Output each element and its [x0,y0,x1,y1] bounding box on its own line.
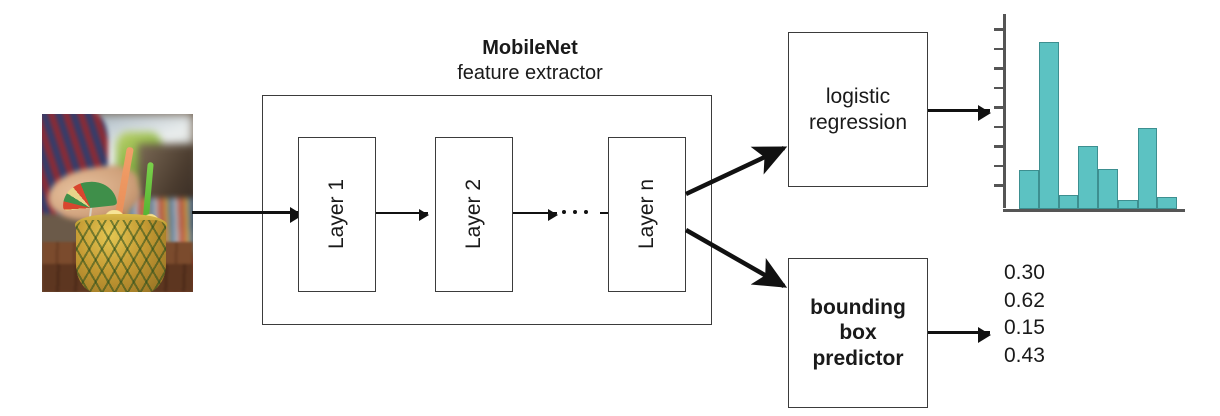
chart-bar [1137,128,1158,209]
chart-bar [1038,41,1059,209]
ellipsis-dot [584,210,588,214]
class-probability-chart [994,14,1185,212]
logistic-regression-line-1: logistic [825,85,891,109]
page-subtitle: feature extractor [457,62,603,84]
layer-label-1-name: Layer [325,196,349,250]
bounding-box-predictor-line-1: bounding [810,296,906,320]
chart-bar [1078,145,1098,209]
arrow-layer1-to-layer2 [376,208,429,221]
photo-pineapple-body [76,220,166,292]
chart-bar [1117,200,1138,209]
chart-y-tick [994,28,1004,31]
chart-bar [1019,170,1039,209]
layer-box-1 [298,137,376,292]
bounding-box-output-value: 0.30 [1004,261,1045,284]
chart-y-tick [994,86,1004,89]
layer-label-n-name: Layer [635,196,659,250]
chart-x-axis [1003,209,1185,212]
chart-y-tick [994,106,1004,109]
layer-label-n: Layer n [615,158,679,270]
chart-y-tick [994,145,1004,148]
chart-y-tick [994,164,1004,167]
logistic-regression-line-2: regression [808,110,908,134]
bounding-box-predictor-line-3: predictor [812,346,904,370]
chart-bar [1157,196,1177,209]
bounding-box-output-values: 0.30 0.62 0.15 0.43 [1004,259,1045,370]
input-image [42,114,193,292]
chart-bars [1019,33,1177,209]
bounding-box-predictor-label: bounding box predictor [788,258,928,408]
chart-y-tick [994,67,1004,70]
arrow-layer2-to-ellipsis [513,208,558,221]
chart-y-tick [994,184,1004,187]
logistic-regression-label: logistic regression [788,32,928,187]
chart-bar [1058,194,1079,209]
arrow-logistic-to-chart [928,104,991,121]
logistic-regression-box [788,32,928,187]
bounding-box-predictor-line-2: box [839,321,877,345]
layer-label-1: Layer 1 [305,158,369,270]
ellipsis-dots [562,210,588,214]
layer-label-1-index: 1 [325,178,349,191]
arrow-bbox-to-outputs [928,326,991,343]
layer-label-2-name: Layer [462,196,486,250]
layer-box-2 [435,137,513,292]
chart-y-tick [994,125,1004,128]
layer-box-n [608,137,686,292]
layer-label-2-index: 2 [462,178,486,191]
ellipsis-dot [573,210,577,214]
bounding-box-output-value: 0.43 [1004,344,1045,368]
chart-y-axis [1003,14,1006,208]
layer-label-n-index: n [635,178,659,191]
chart-bar [1098,168,1118,209]
page-title: MobileNet [482,37,578,59]
layer-label-2: Layer 2 [442,158,506,270]
bounding-box-output-value: 0.15 [1004,316,1045,340]
input-arrow [192,206,303,223]
chart-y-tick [994,47,1004,50]
ellipsis-dot [562,210,566,214]
bounding-box-predictor-box [788,258,928,408]
bounding-box-output-value: 0.62 [1004,288,1045,312]
